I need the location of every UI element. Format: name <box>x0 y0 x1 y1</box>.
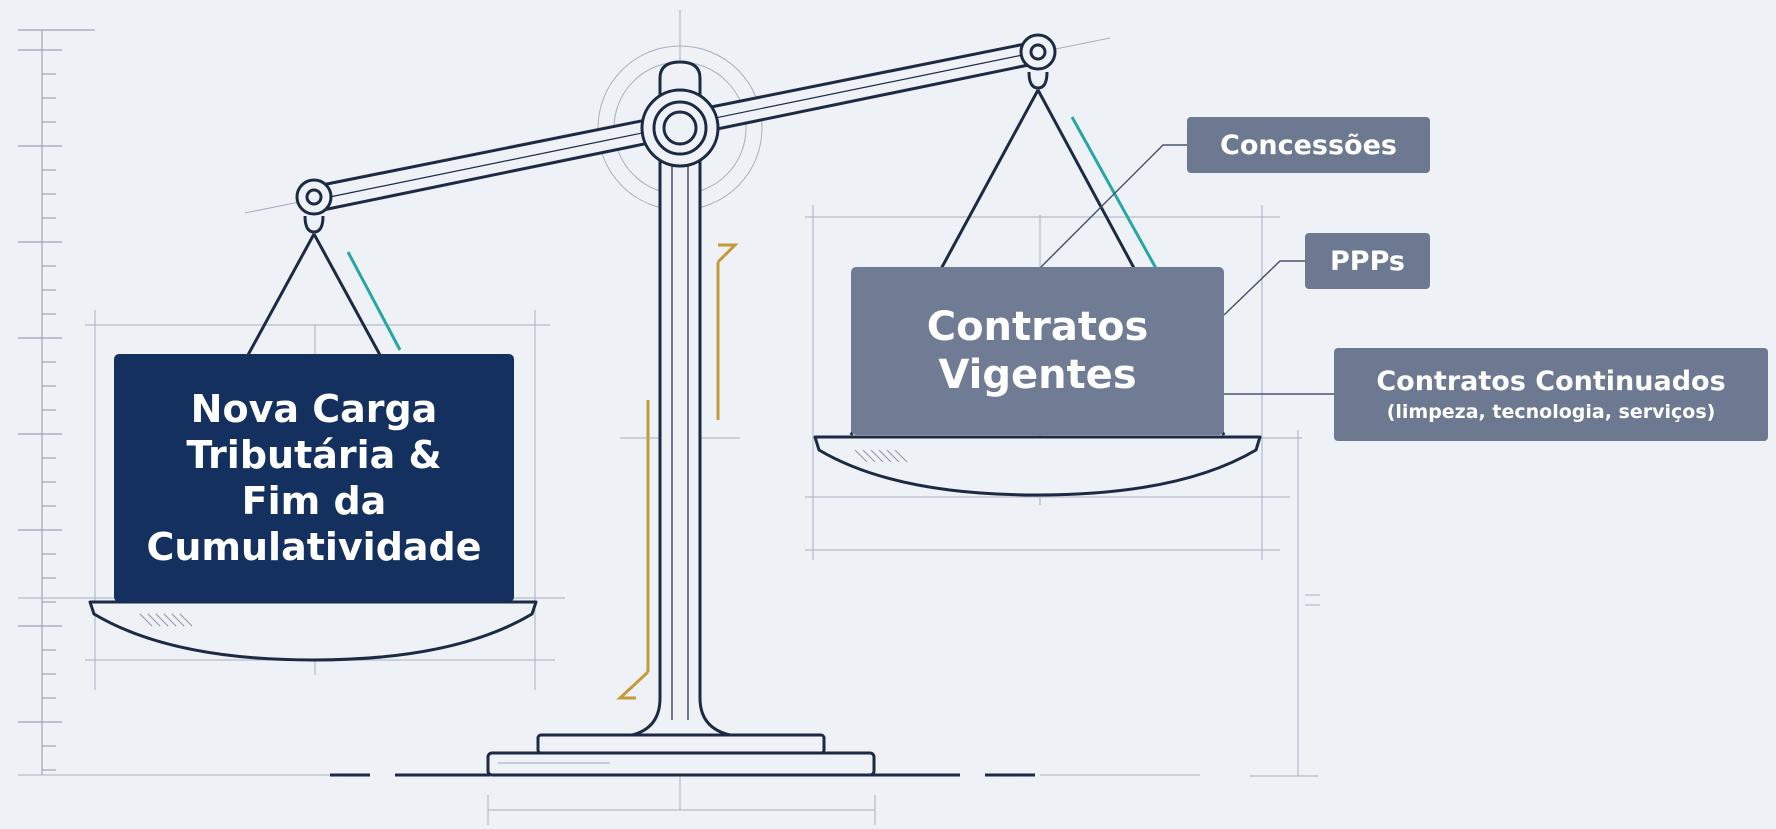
callout-leaders <box>1039 144 1334 395</box>
left-box-line: Tributária & <box>186 433 442 477</box>
left-box-line: Nova Carga <box>190 387 438 431</box>
callout-sublabel: (limpeza, tecnologia, serviços) <box>1386 400 1716 423</box>
scale-structure <box>88 33 1262 777</box>
left-box-line: Fim da <box>241 479 387 523</box>
callout-ppps: PPPs <box>1305 233 1430 289</box>
callout-contratos-continuados: Contratos Continuados (limpeza, tecnolog… <box>1334 348 1768 441</box>
ruler <box>18 29 95 775</box>
nova-carga-box: Nova Carga Tributária & Fim da Cumulativ… <box>114 354 514 602</box>
right-box-line: Contratos <box>926 304 1149 350</box>
callout-label: Contratos Continuados <box>1376 365 1726 397</box>
callout-label: PPPs <box>1330 245 1405 277</box>
callout-concessoes: Concessões <box>1187 117 1430 173</box>
contratos-vigentes-box: Contratos Vigentes <box>851 267 1224 435</box>
left-box-line: Cumulatividade <box>146 525 482 569</box>
right-box-line: Vigentes <box>938 352 1137 398</box>
callout-label: Concessões <box>1220 129 1397 161</box>
